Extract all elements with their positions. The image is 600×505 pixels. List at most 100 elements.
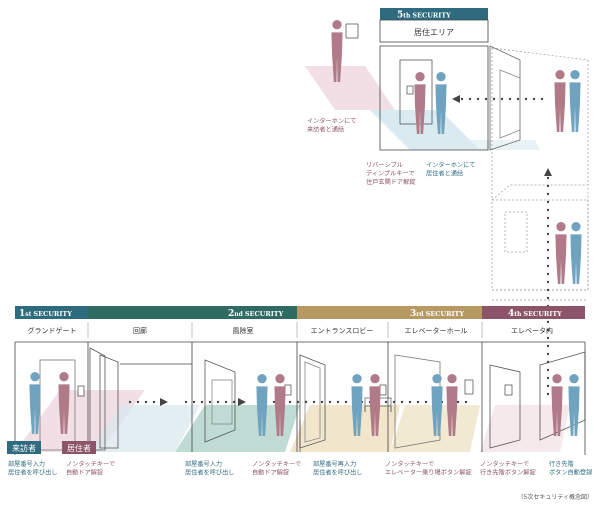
path-dot	[192, 400, 196, 404]
area-entrance-lobby: エントランスロビー	[311, 326, 374, 335]
path-dot	[272, 400, 276, 404]
captions: 来訪者居住者部屋番号入力居住者を呼び出しノンタッチキーで自動ドア解錠部屋番号入力…	[7, 117, 593, 501]
path-dot	[144, 400, 148, 404]
path-dot	[546, 376, 550, 380]
intercom-panel-top-visitor	[345, 23, 359, 39]
path-dot	[546, 288, 550, 292]
path-dot	[128, 400, 132, 404]
resident-tag: 居住者	[62, 441, 96, 454]
caption-lobby-visitor-line-1: 居住者を呼び出し	[313, 469, 363, 477]
path-dot	[546, 184, 550, 188]
path-dot	[546, 336, 550, 340]
path-dot	[136, 400, 140, 404]
arrow-left	[452, 95, 460, 103]
resident-figure-lobby	[369, 374, 381, 436]
path-dot	[336, 400, 340, 404]
path-dot	[508, 97, 512, 101]
intercom-panel-elevator	[504, 384, 513, 396]
caption-vestibule-resident-line-1: 自動ドア解錠	[252, 469, 289, 477]
zone-grand-gate	[15, 390, 145, 452]
path-dot	[546, 248, 550, 252]
zone-top-visitor	[305, 66, 395, 110]
footnote: （5次セキュリティ概念図）	[518, 493, 593, 501]
resident-tag-label: 居住者	[67, 443, 91, 453]
caption-top-door-line-0: リバーシブル	[366, 161, 403, 169]
path-dot	[546, 240, 550, 244]
path-dot	[208, 400, 212, 404]
zone-vestibule	[175, 405, 300, 452]
caption-vestibule-visitor-line-0: 部屋番号入力	[185, 460, 222, 468]
resident-figure-vestibule	[274, 374, 286, 436]
path-dot	[476, 97, 480, 101]
area-labels: グランドゲート回廊風除室エントランスロビーエレベーターホールエレベータ内居住エリ…	[28, 27, 553, 338]
path-dot	[216, 400, 220, 404]
path-dot	[546, 352, 550, 356]
area-corridor: 回廊	[133, 326, 147, 335]
visitor-figure-shaft	[570, 222, 582, 284]
area-elevator: エレベータ内	[511, 326, 553, 335]
zone-corridor	[90, 405, 200, 452]
path-dot	[546, 328, 550, 332]
path-dot	[344, 400, 348, 404]
path-dot	[400, 400, 404, 404]
path-dot	[546, 264, 550, 268]
resident-figure-elevator	[551, 374, 563, 436]
caption-gate-resident-line-0: ノンタッチキーで	[66, 460, 115, 468]
caption-elevator-resident-line-1: 行き先階ボタン解錠	[480, 469, 536, 477]
zone-lobby	[290, 405, 400, 452]
path-dot	[516, 97, 520, 101]
path-dot	[408, 400, 412, 404]
path-dot	[464, 400, 468, 404]
intercom-panel-lobby	[379, 384, 387, 396]
path-dot	[540, 97, 544, 101]
path-dot	[546, 216, 550, 220]
path-dot	[546, 272, 550, 276]
resident-figure-shaft	[555, 222, 567, 284]
caption-gate-visitor-line-0: 部屋番号入力	[8, 460, 45, 468]
path-dot	[546, 256, 550, 260]
intercom-panel-vestibule	[284, 384, 292, 396]
path-dot	[484, 97, 488, 101]
path-dot	[312, 400, 316, 404]
path-dot	[384, 400, 388, 404]
caption-top-door-line-2: 住戸玄関ドア解錠	[366, 178, 416, 186]
resident-figure-gate	[58, 372, 70, 434]
visitor-tag-label: 来訪者	[12, 443, 36, 453]
path-dot	[152, 400, 156, 404]
path-dot	[546, 280, 550, 284]
area-grand-gate: グランドゲート	[28, 326, 77, 335]
path-dot	[524, 97, 528, 101]
path-dot	[456, 400, 460, 404]
caption-vestibule-visitor-line-1: 居住者を呼び出し	[185, 469, 235, 477]
path-dot	[288, 400, 292, 404]
caption-elevator-visitor-line-1: ボタン自動登録	[549, 469, 593, 477]
caption-lobby-visitor-line-0: 部屋番号再入力	[313, 460, 356, 468]
path-dot	[304, 400, 308, 404]
caption-elevator-visitor-line-0: 行き先階	[549, 460, 574, 468]
caption-elevator-resident-line-0: ノンタッチキーで	[480, 460, 529, 468]
visitor-figure-gate	[29, 372, 41, 434]
intercom-panels	[77, 23, 513, 452]
path-dot	[546, 296, 550, 300]
path-dot	[546, 368, 550, 372]
path-dot	[184, 400, 188, 404]
path-dot	[232, 400, 236, 404]
caption-top-hall-line-0: インターホンにて	[426, 161, 476, 169]
caption-hall-resident-line-0: ノンタッチキーで	[385, 460, 434, 468]
arrow-right-2	[238, 398, 246, 406]
path-dot	[546, 176, 550, 180]
caption-gate-visitor-line-1: 居住者を呼び出し	[8, 469, 58, 477]
arrow-up	[544, 168, 552, 176]
